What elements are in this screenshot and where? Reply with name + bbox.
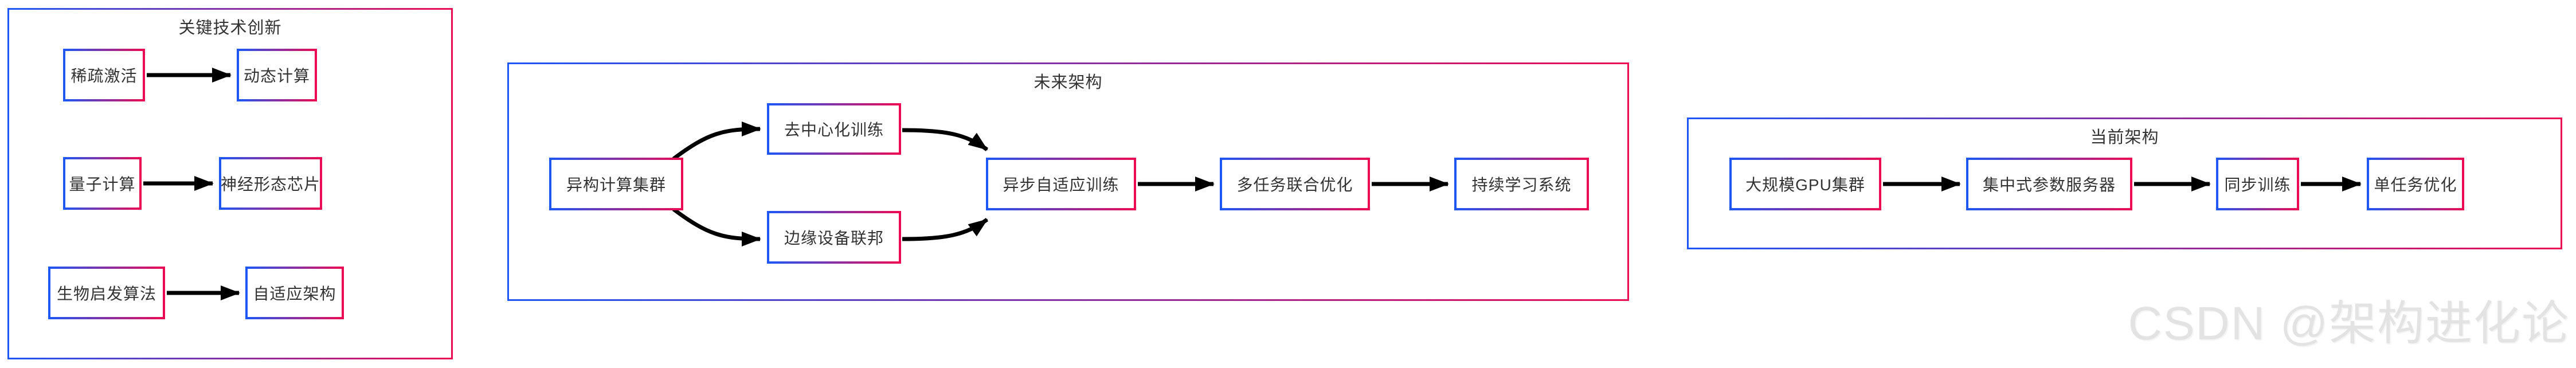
node-multitask-joint-optimization: 多任务联合优化 — [1220, 158, 1370, 210]
node-single-task-optimization: 单任务优化 — [2367, 158, 2464, 210]
node-decentralized-training: 去中心化训练 — [767, 103, 901, 155]
node-async-adaptive-training: 异步自适应训练 — [986, 158, 1136, 210]
node-sync-training: 同步训练 — [2216, 158, 2299, 210]
node-dynamic-compute: 动态计算 — [237, 49, 317, 101]
node-quantum-computing: 量子计算 — [63, 157, 142, 210]
node-edge-device-federation: 边缘设备联邦 — [767, 211, 901, 264]
node-sparse-activation: 稀疏激活 — [63, 49, 145, 101]
group-current-architecture-title: 当前架构 — [2090, 128, 2159, 147]
node-heterogeneous-cluster: 异构计算集群 — [549, 158, 683, 210]
node-large-gpu-cluster: 大规模GPU集群 — [1729, 158, 1881, 210]
group-key-innovations-title: 关键技术创新 — [178, 19, 282, 37]
group-future-architecture-title: 未来架构 — [1033, 73, 1103, 92]
node-centralized-param-server: 集中式参数服务器 — [1966, 158, 2132, 210]
node-adaptive-architecture: 自适应架构 — [245, 267, 344, 319]
node-bio-inspired-algorithm: 生物启发算法 — [48, 267, 165, 319]
node-continual-learning-system: 持续学习系统 — [1454, 158, 1589, 210]
node-neuromorphic-chip: 神经形态芯片 — [219, 157, 322, 210]
watermark: CSDN @架构进化论 — [2128, 297, 2570, 350]
